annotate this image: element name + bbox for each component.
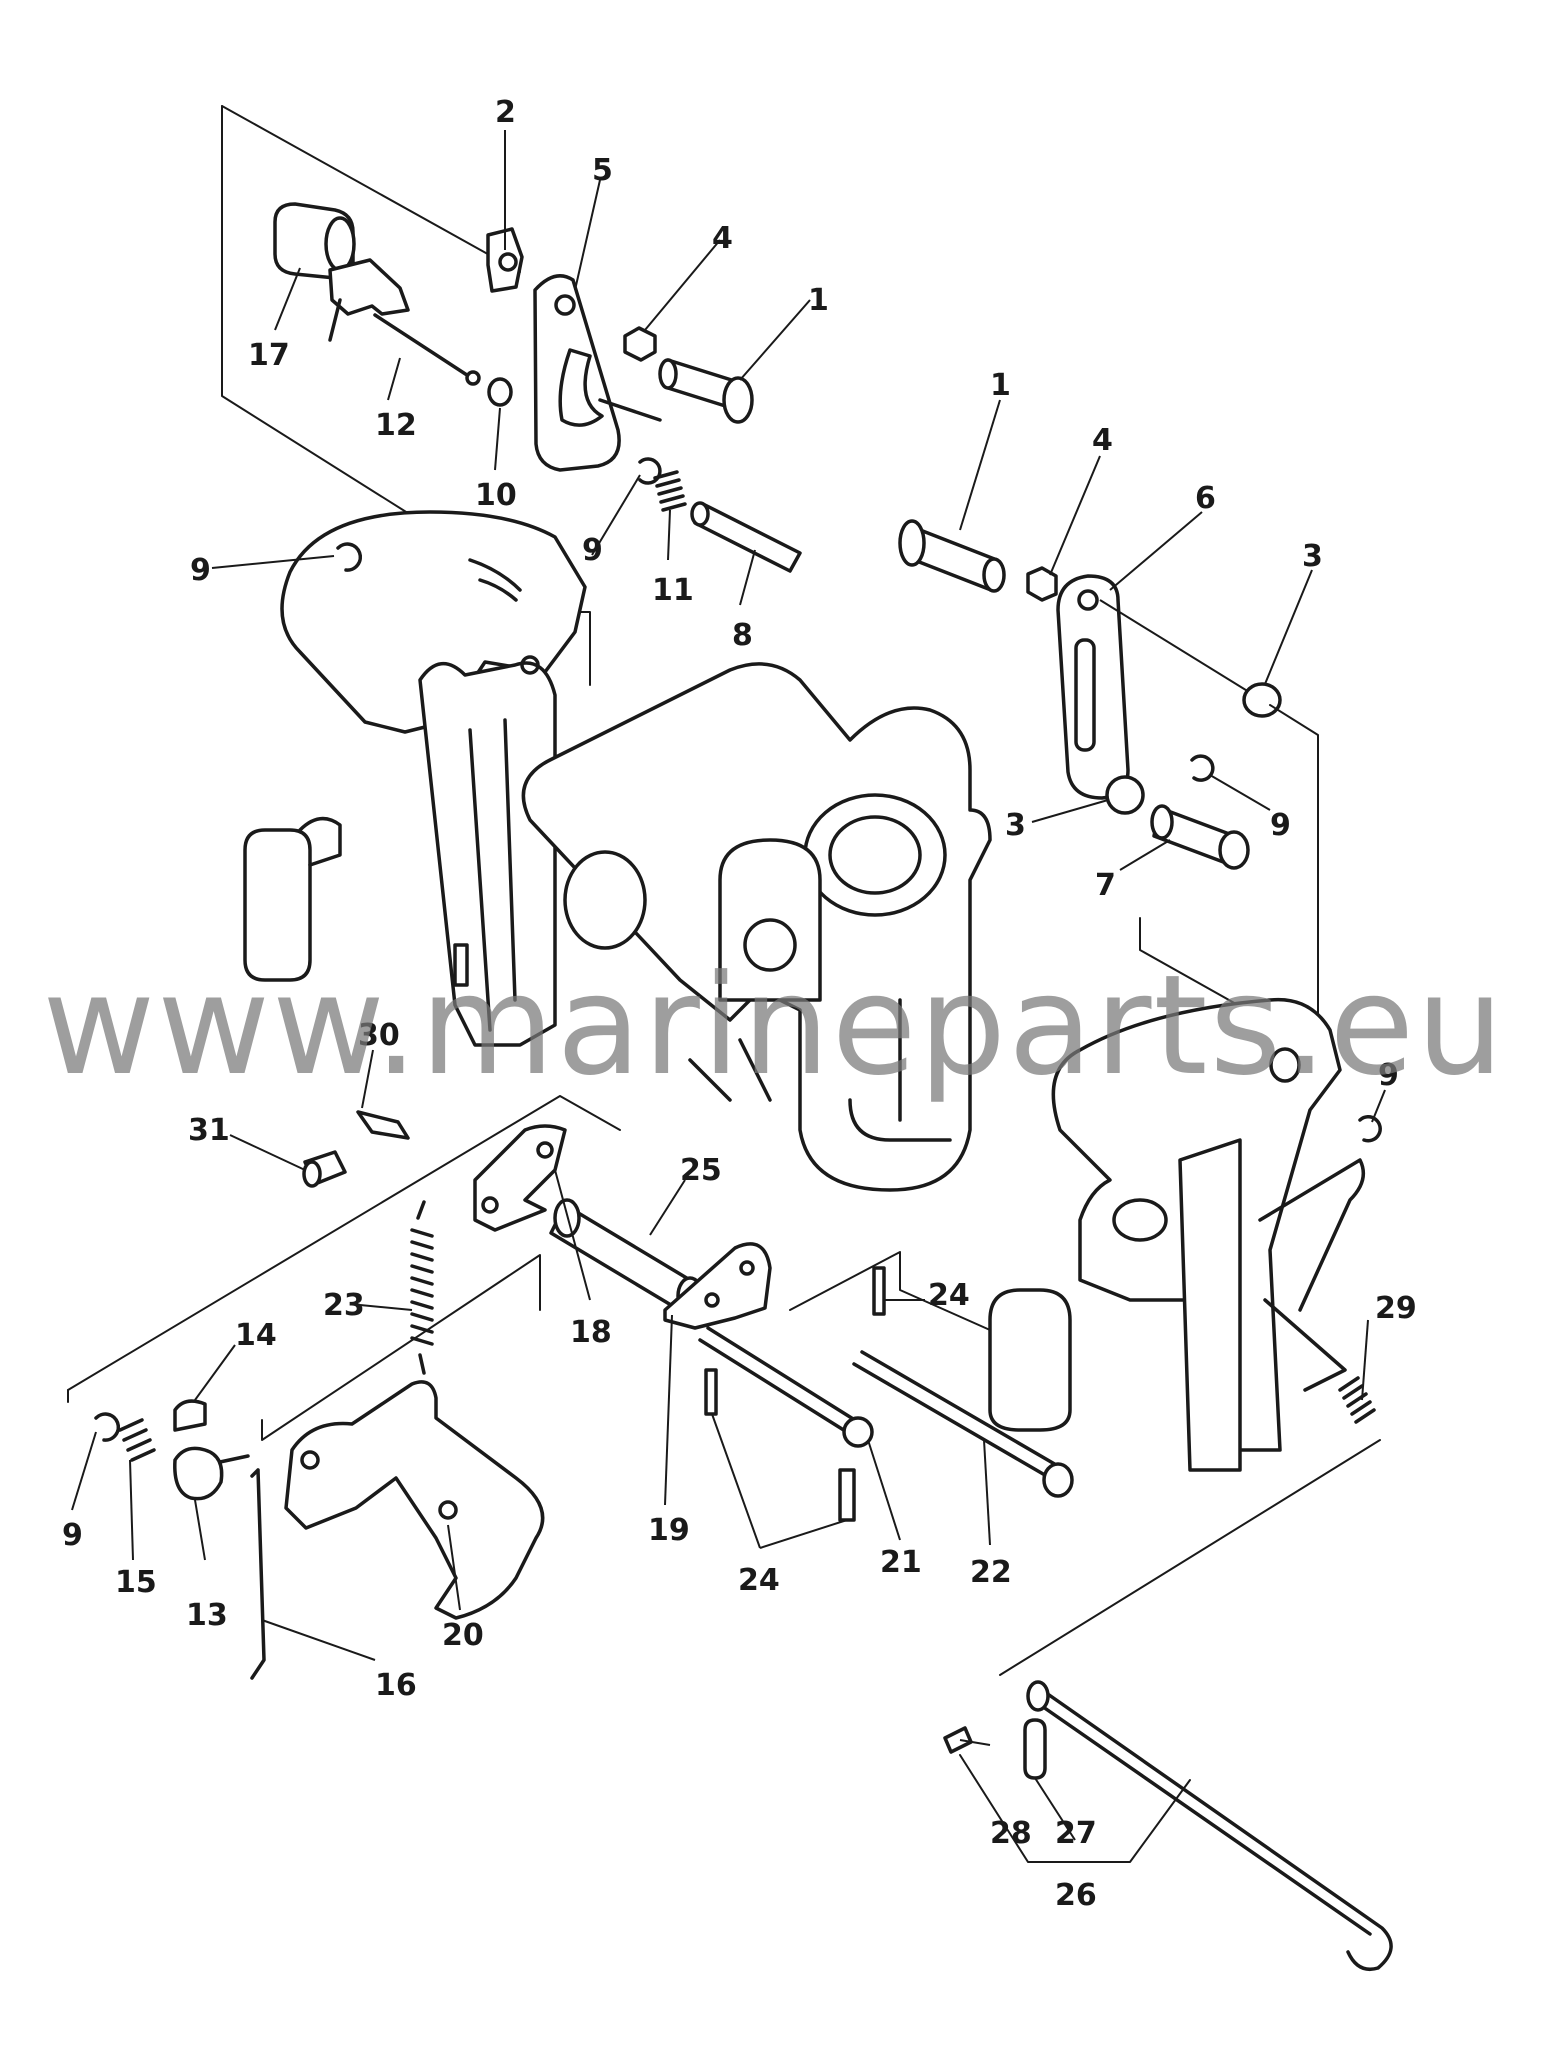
part-31-bolt <box>302 1150 347 1188</box>
part-7-pin <box>1150 804 1250 870</box>
right-clamp-bracket <box>988 917 1366 1472</box>
callout-9: 9 <box>1270 808 1291 843</box>
callout-15: 15 <box>115 1565 157 1600</box>
lower-linkage-group <box>67 1095 1074 1680</box>
part-18-bracket <box>473 1124 567 1232</box>
part-6-link-plate <box>1056 574 1130 800</box>
part-16-rod <box>250 1468 266 1680</box>
callout-2: 2 <box>495 95 516 130</box>
bottom-rod-group <box>943 1439 1393 1971</box>
callout-24: 24 <box>738 1563 780 1598</box>
part-4-nut-b <box>1026 566 1058 602</box>
callout-1: 1 <box>990 368 1011 403</box>
part-9-clip-b <box>336 542 363 572</box>
part-4-nut <box>623 326 657 362</box>
callout-4: 4 <box>1092 423 1113 458</box>
callout-1: 1 <box>808 283 829 318</box>
part-29-spring <box>1338 1376 1376 1424</box>
part-2-block <box>486 227 524 293</box>
callout-18: 18 <box>570 1315 612 1350</box>
callout-3: 3 <box>1005 808 1026 843</box>
part-9-clip-e <box>94 1412 121 1442</box>
right-upper-group <box>898 519 1319 1051</box>
part-30-clip <box>356 1110 410 1140</box>
watermark-text: www.marineparts.eu <box>42 945 1506 1106</box>
part-13-knob <box>173 1446 250 1501</box>
part-14-bolt <box>173 1399 207 1432</box>
part-3-washer-a <box>1242 682 1282 718</box>
callout-25: 25 <box>680 1153 722 1188</box>
part-23-spring <box>410 1200 434 1375</box>
callouts: 1 2 4 5 17 12 10 9 11 8 9 1 4 6 3 3 9 7 … <box>62 95 1417 1913</box>
callout-8: 8 <box>732 618 753 653</box>
part-8-pin <box>690 501 802 573</box>
leader-lines <box>71 130 1386 1841</box>
part-12-shift-lever <box>328 258 481 386</box>
part-9-clip-a <box>638 457 662 485</box>
callout-13: 13 <box>186 1598 228 1633</box>
callout-30: 30 <box>358 1018 400 1053</box>
part-17-cap <box>273 202 356 280</box>
callout-21: 21 <box>880 1545 922 1580</box>
part-19-plate <box>663 1242 772 1330</box>
callout-31: 31 <box>188 1113 230 1148</box>
part-9-clip-c <box>1190 754 1215 782</box>
callout-6: 6 <box>1195 481 1216 516</box>
callout-28: 28 <box>990 1816 1032 1851</box>
center-swivel-bracket <box>521 662 992 1192</box>
part-5-plate <box>533 274 662 472</box>
callout-14: 14 <box>235 1318 277 1353</box>
callout-11: 11 <box>652 573 694 608</box>
part-9-clip-d <box>1358 1115 1382 1143</box>
callout-27: 27 <box>1055 1816 1097 1851</box>
callout-9: 9 <box>582 533 603 568</box>
callout-20: 20 <box>442 1618 484 1653</box>
upper-left-group <box>221 105 802 686</box>
callout-7: 7 <box>1095 868 1116 903</box>
part-22-shaft <box>852 1350 1074 1498</box>
callout-26: 26 <box>1055 1878 1097 1913</box>
callout-3: 3 <box>1302 539 1323 574</box>
part-24-pins <box>704 1266 886 1522</box>
callout-9: 9 <box>1378 1058 1399 1093</box>
callout-10: 10 <box>475 478 517 513</box>
part-10-washer <box>487 377 513 407</box>
callout-29: 29 <box>1375 1291 1417 1326</box>
part-1-bolt <box>658 358 754 424</box>
callout-5: 5 <box>592 153 613 188</box>
callout-17: 17 <box>248 338 290 373</box>
callout-9: 9 <box>62 1518 83 1553</box>
callout-9: 9 <box>190 553 211 588</box>
part-11-spring <box>653 470 687 512</box>
part-28-pin <box>943 1726 973 1754</box>
part-15-spring <box>118 1418 156 1462</box>
callout-24: 24 <box>928 1278 970 1313</box>
part-27-pin <box>1023 1718 1047 1780</box>
part-20-lever <box>284 1380 545 1620</box>
part-3-washer-b <box>1105 775 1145 815</box>
callout-4: 4 <box>712 221 733 256</box>
callout-12: 12 <box>375 408 417 443</box>
part-1-bolt-b <box>898 519 1006 593</box>
callout-22: 22 <box>970 1555 1012 1590</box>
callout-16: 16 <box>375 1668 417 1703</box>
callout-19: 19 <box>648 1513 690 1548</box>
callout-23: 23 <box>323 1288 365 1323</box>
part-21-shaft <box>698 1326 874 1448</box>
